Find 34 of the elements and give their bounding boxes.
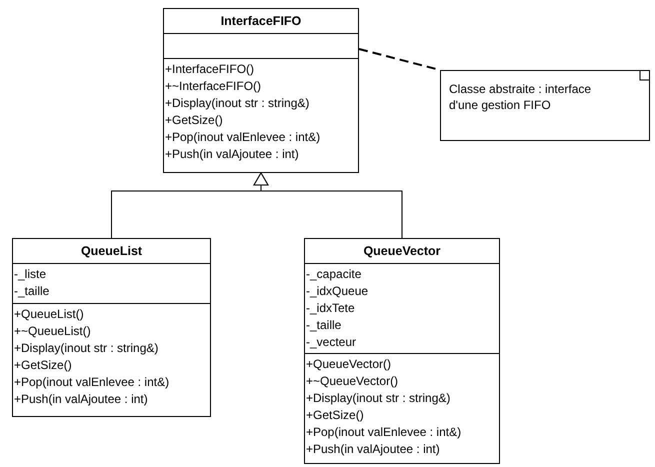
member-text: -_idxTete — [306, 300, 356, 317]
class-box — [304, 238, 500, 464]
member-text: -_taille — [306, 317, 342, 334]
member-text: -_taille — [14, 283, 50, 300]
member-text: -_capacite — [306, 266, 362, 283]
inheritance-arrow — [254, 172, 402, 238]
member-text: +Push(in valAjoutee : int) — [306, 441, 441, 458]
class-name: QueueList — [80, 243, 144, 260]
member-text: +GetSize() — [306, 407, 365, 424]
member-text: +Pop(inout valEnlevee : int&) — [165, 129, 322, 146]
class-box — [163, 8, 359, 173]
member-text: +Display(inout str : string&) — [306, 390, 452, 407]
note-box — [440, 70, 650, 141]
member-text: +Display(inout str : string&) — [14, 340, 160, 357]
member-text: +~InterfaceFIFO() — [165, 78, 262, 95]
member-text: -_idxQueue — [306, 283, 370, 300]
member-text: -_liste — [14, 266, 48, 283]
note-text: Classe abstraite : interface d'une gestion FIFO — [449, 81, 592, 113]
member-text: +Pop(inout valEnlevee : int&) — [306, 424, 462, 441]
member-text: +InterfaceFIFO() — [165, 61, 256, 78]
member-text: +Display(inout str : string&) — [165, 95, 310, 112]
member-text: +Push(in valAjoutee : int) — [14, 391, 149, 408]
member-text: +QueueVector() — [306, 356, 392, 373]
member-text: +QueueList() — [14, 306, 85, 323]
member-text: +Push(in valAjoutee : int) — [165, 146, 300, 163]
class-name: InterfaceFIFO — [220, 13, 302, 30]
member-text: +Pop(inout valEnlevee : int&) — [14, 374, 170, 391]
member-text: +~QueueVector() — [306, 373, 400, 390]
member-text: +GetSize() — [14, 357, 73, 374]
member-text: +~QueueList() — [14, 323, 92, 340]
class-box — [12, 238, 211, 417]
member-text: -_vecteur — [306, 334, 358, 351]
member-text: +GetSize() — [165, 112, 224, 129]
class-name: QueueVector — [362, 243, 442, 260]
